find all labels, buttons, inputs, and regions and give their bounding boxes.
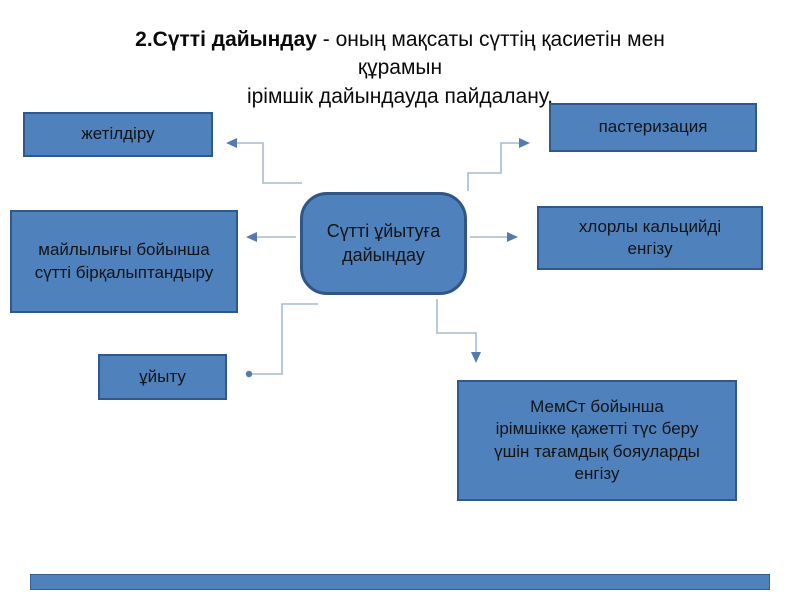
node-zhetildiru: жетілдіру: [23, 112, 213, 157]
node-maylylygy-birkalyptandyru: майлылығы бойынша сүтті бірқалыптандыру: [10, 210, 238, 313]
connector-to-zhetildiru: [226, 138, 302, 184]
node-label: МемСт бойынша ірімшікке қажетті түс беру…: [494, 396, 700, 483]
node-label: жетілдіру: [81, 124, 155, 144]
node-label: хлорлы кальцийді енгізу: [578, 216, 722, 258]
connector-to-maylylygy: [246, 232, 296, 242]
node-label: пастеризация: [598, 117, 708, 137]
node-label: Сүтті ұйытуға дайындау: [326, 220, 441, 265]
connector-to-memst: [436, 299, 481, 363]
node-pasterizatsiya: пастеризация: [549, 103, 757, 152]
title-rest-segment: - оның мақсаты сүттің қасиетін мен құрам…: [316, 28, 665, 80]
connector-to-pasterizatsiya: [467, 138, 530, 191]
node-khlorly-kaltsiydi-engizu: хлорлы кальцийді енгізу: [537, 206, 763, 270]
bottom-accent-bar: [30, 574, 770, 590]
connector-to-khlorly: [470, 232, 518, 242]
title-line2: ірімшік дайындауда пайдалану.: [246, 84, 554, 108]
node-center-sutti-uyytuga-dayindau: Сүтті ұйытуға дайындау: [300, 192, 467, 295]
node-label: майлылығы бойынша сүтті бірқалыптандыру: [34, 240, 214, 282]
connector-to-uyytu: [245, 303, 318, 378]
title-bold-segment: 2.Сүтті дайындау: [135, 28, 317, 51]
node-label: ұйыту: [139, 366, 186, 386]
slide-title: 2.Сүтті дайындау - оның мақсаты сүттің қ…: [100, 26, 700, 111]
node-memst-boyaular-engizu: МемСт бойынша ірімшікке қажетті түс беру…: [457, 380, 737, 501]
node-uyytu: ұйыту: [98, 354, 227, 400]
